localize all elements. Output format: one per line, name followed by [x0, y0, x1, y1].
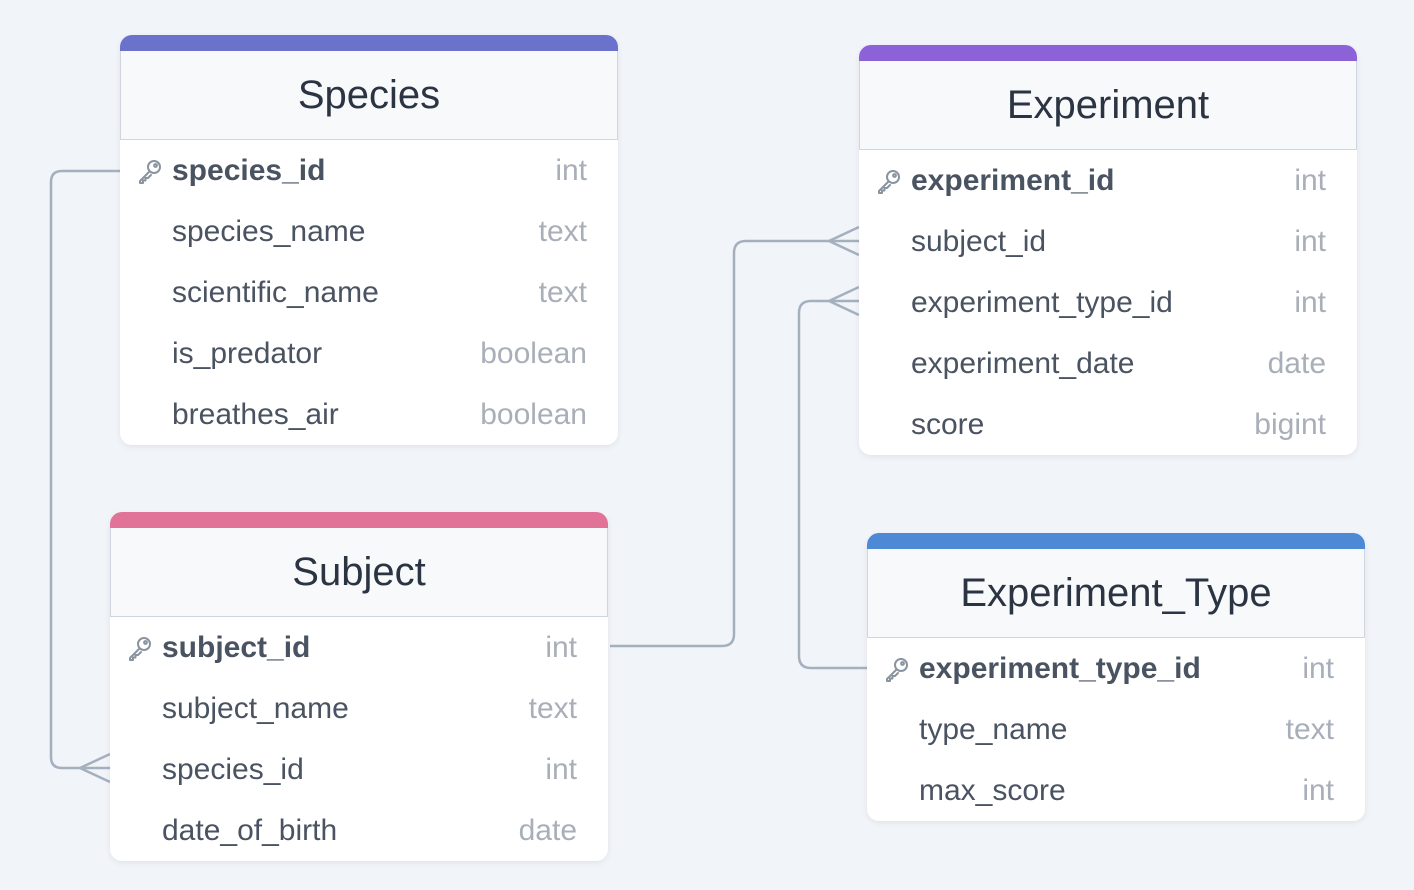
column-name: species_name — [172, 214, 366, 248]
column-row-scientific-name[interactable]: scientific_name text — [120, 262, 618, 323]
column-row-species-name[interactable]: species_name text — [120, 201, 618, 262]
column-name: species_id — [172, 153, 326, 187]
column-name: scientific_name — [172, 275, 379, 309]
column-name: experiment_type_id — [919, 651, 1201, 685]
column-name: is_predator — [172, 336, 323, 370]
crowfoot-subject-species — [78, 752, 111, 784]
column-type: boolean — [480, 336, 587, 370]
column-type: boolean — [480, 397, 587, 431]
column-type: int — [545, 630, 577, 664]
column-name: max_score — [919, 773, 1066, 807]
column-row-experiment-type-id[interactable]: experiment_type_id int — [859, 272, 1357, 333]
column-row-subject-id[interactable]: subject_id int — [859, 211, 1357, 272]
table-header[interactable]: Subject — [110, 528, 608, 617]
column-type: text — [528, 691, 577, 725]
column-name: subject_id — [162, 630, 311, 664]
table-header[interactable]: Experiment — [859, 61, 1357, 150]
column-name: species_id — [162, 752, 304, 786]
column-row-species-id[interactable]: species_id int — [120, 140, 618, 201]
column-name: breathes_air — [172, 397, 339, 431]
column-type: text — [538, 214, 587, 248]
column-type: date — [1267, 346, 1326, 380]
column-name: experiment_type_id — [911, 285, 1173, 319]
column-type: int — [555, 153, 587, 187]
column-name: experiment_date — [911, 346, 1135, 380]
column-row-experiment-type-id[interactable]: experiment_type_id int — [867, 638, 1365, 699]
column-row-experiment-date[interactable]: experiment_date date — [859, 333, 1357, 394]
edge-type-experiment — [797, 299, 867, 670]
table-accent-bar — [859, 45, 1357, 61]
key-icon — [136, 157, 164, 185]
column-name: experiment_id — [911, 163, 1115, 197]
column-row-score[interactable]: score bigint — [859, 394, 1357, 455]
key-icon — [875, 167, 903, 195]
column-type: int — [1294, 224, 1326, 258]
column-row-species-id[interactable]: species_id int — [110, 739, 608, 800]
table-accent-bar — [120, 35, 618, 51]
table-title: Species — [297, 72, 441, 117]
column-row-breathes-air[interactable]: breathes_air boolean — [120, 384, 618, 445]
column-name: type_name — [919, 712, 1068, 746]
table-header[interactable]: Species — [120, 51, 618, 140]
column-row-max-score[interactable]: max_score int — [867, 760, 1365, 821]
column-name: score — [911, 407, 985, 441]
column-type: int — [1294, 163, 1326, 197]
crowfoot-experiment-type — [827, 285, 860, 317]
column-type: bigint — [1254, 407, 1326, 441]
edge-subject-experiment — [610, 239, 859, 648]
column-row-date-of-birth[interactable]: date_of_birth date — [110, 800, 608, 861]
key-icon — [883, 655, 911, 683]
column-name: subject_name — [162, 691, 349, 725]
column-type: text — [538, 275, 587, 309]
column-type: text — [1285, 712, 1334, 746]
column-row-subject-id[interactable]: subject_id int — [110, 617, 608, 678]
column-type: int — [1302, 773, 1334, 807]
column-row-is-predator[interactable]: is_predator boolean — [120, 323, 618, 384]
column-type: date — [518, 813, 577, 847]
table-header[interactable]: Experiment_Type — [867, 549, 1365, 638]
table-accent-bar — [110, 512, 608, 528]
column-row-type-name[interactable]: type_name text — [867, 699, 1365, 760]
table-title: Subject — [292, 549, 426, 594]
column-type: int — [1302, 651, 1334, 685]
table-title: Experiment_Type — [960, 570, 1272, 615]
table-title: Experiment — [1006, 82, 1210, 127]
crowfoot-experiment-subject — [827, 225, 860, 257]
column-name: date_of_birth — [162, 813, 338, 847]
key-icon — [126, 634, 154, 662]
column-row-experiment-id[interactable]: experiment_id int — [859, 150, 1357, 211]
table-accent-bar — [867, 533, 1365, 549]
column-row-subject-name[interactable]: subject_name text — [110, 678, 608, 739]
column-type: int — [1294, 285, 1326, 319]
column-type: int — [545, 752, 577, 786]
column-name: subject_id — [911, 224, 1047, 258]
